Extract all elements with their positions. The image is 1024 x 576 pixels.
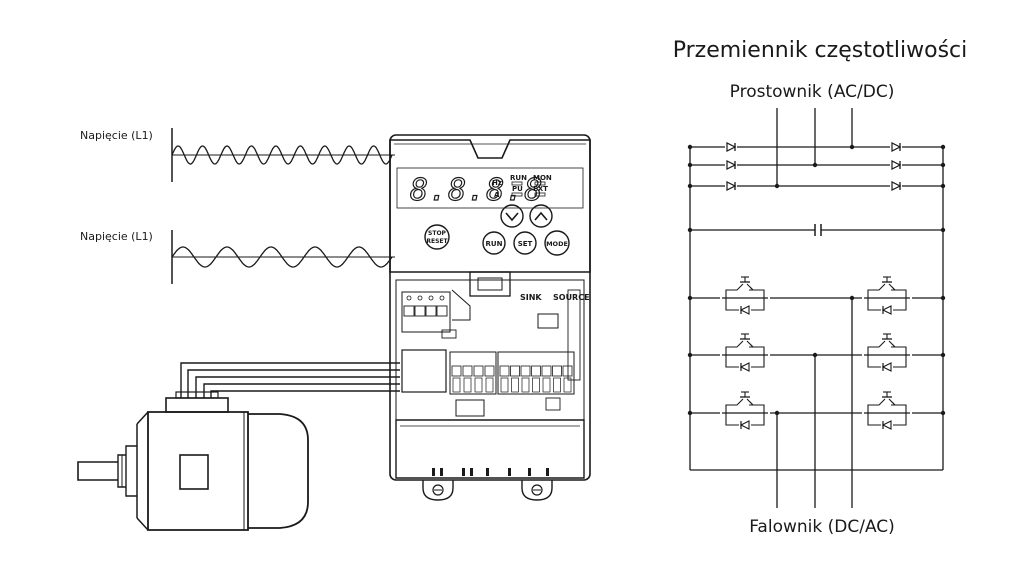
- chevron-up-icon: [534, 211, 548, 221]
- igbt-right-3: [864, 391, 910, 430]
- rectifier-diode-left-1: [725, 142, 737, 152]
- svg-text:RUN: RUN: [486, 240, 503, 248]
- igbt-left-2: [722, 333, 768, 372]
- sink-label: SINK: [520, 293, 542, 302]
- control-terminal-block: [449, 351, 575, 395]
- waveform-high-frequency: Napięcie (L1): [80, 128, 395, 182]
- indicator-ext: EXT: [533, 185, 548, 193]
- indicator-pu: PU: [512, 185, 523, 193]
- rectifier-diode-right-3: [890, 181, 902, 191]
- reset-label: RESET: [426, 238, 448, 245]
- circuit-schematic: [687, 108, 946, 508]
- stop-label: STOP: [428, 230, 447, 237]
- frequency-drive-device: 8.8.8.8 Hz A RUN MON PU EXT STOP RESET R…: [389, 134, 591, 501]
- mounting-foot-left: [422, 480, 454, 501]
- wave-path-1: [171, 145, 393, 165]
- mode-button[interactable]: MODE: [544, 230, 570, 256]
- svg-text:SET: SET: [518, 240, 533, 248]
- wave-label-2: Napięcie (L1): [80, 230, 153, 243]
- unit-hz: Hz: [492, 179, 502, 187]
- source-label: SOURCE: [553, 293, 590, 302]
- chevron-down-icon: [505, 212, 519, 222]
- rectifier-diode-left-2: [725, 160, 737, 170]
- led-display-digits: 8.8.8.8: [410, 173, 543, 208]
- igbt-left-1: [722, 276, 768, 315]
- stop-reset-button[interactable]: STOP RESET: [424, 224, 450, 250]
- rectifier-diode-right-2: [890, 160, 902, 170]
- svg-text:MODE: MODE: [546, 240, 568, 248]
- wave-label-1: Napięcie (L1): [80, 129, 153, 142]
- mounting-foot-right: [521, 480, 553, 501]
- motor-drawing: [77, 362, 400, 531]
- indicator-mon: MON: [533, 174, 552, 182]
- igbt-right-1: [864, 276, 910, 315]
- igbt-right-2: [864, 333, 910, 372]
- rectifier-diode-left-3: [725, 181, 737, 191]
- igbt-left-3: [722, 391, 768, 430]
- diagram-title: Przemiennik częstotliwości: [673, 38, 968, 63]
- unit-a: A: [494, 191, 500, 199]
- waveform-low-frequency: Napięcie (L1): [80, 230, 395, 284]
- set-button[interactable]: SET: [513, 231, 537, 255]
- run-button[interactable]: RUN: [482, 231, 506, 255]
- rectifier-label: Prostownik (AC/DC): [730, 82, 895, 102]
- inverter-label: Falownik (DC/AC): [749, 517, 895, 537]
- up-arrow-button[interactable]: [529, 204, 553, 228]
- rectifier-diode-right-1: [890, 142, 902, 152]
- display-window: [396, 167, 584, 209]
- top-terminal-block: [403, 295, 448, 317]
- down-arrow-button[interactable]: [500, 204, 524, 228]
- rectifier-diodes: [725, 142, 902, 191]
- wave-path-2: [171, 246, 393, 268]
- inverter-igbts: [690, 276, 943, 430]
- indicator-run: RUN: [510, 174, 527, 182]
